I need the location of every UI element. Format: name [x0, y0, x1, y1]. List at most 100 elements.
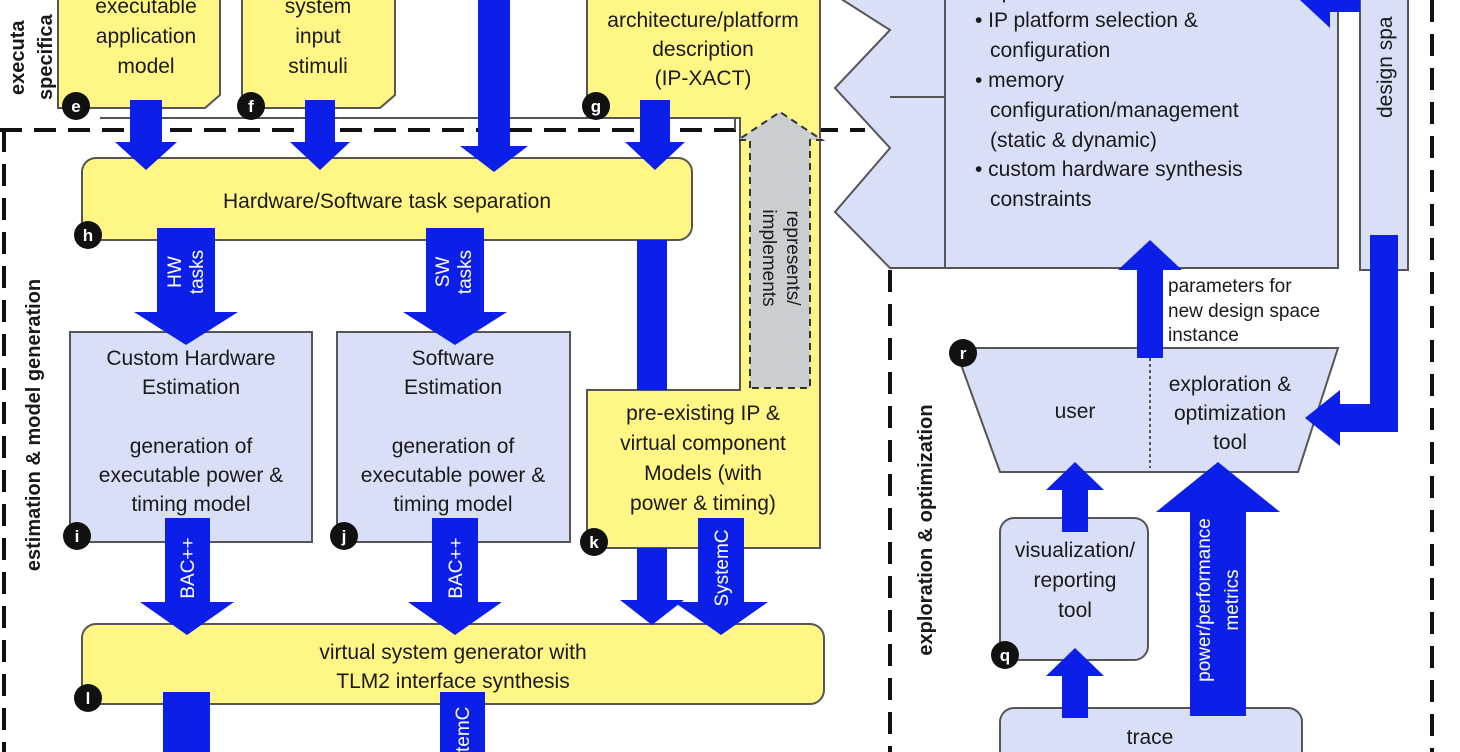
badge-e-label: e — [71, 97, 80, 116]
custom-hw-label-5: timing model — [131, 493, 250, 516]
design-space-strip — [1359, 0, 1409, 271]
design-space-feedback-arrow — [1305, 235, 1398, 446]
exploration-tool-label: exploration & — [1169, 373, 1292, 396]
visualization-label-3: tool — [1058, 599, 1092, 622]
badge-l — [74, 684, 102, 712]
design-params-item-1b: configuration — [990, 39, 1110, 62]
sw-est-label-4: executable power & — [361, 464, 545, 487]
trace-label: trace — [1127, 726, 1174, 749]
executable-app-model-label-2: application — [96, 25, 196, 48]
metrics-up-arrow — [1156, 462, 1280, 716]
hw-sw-separation-box — [81, 157, 693, 241]
badge-h — [74, 221, 102, 249]
badge-i-label: i — [75, 527, 80, 546]
custom-hw-label-4: executable power & — [99, 464, 283, 487]
systemc-label: SystemC — [712, 529, 733, 606]
sw-est-label: Software — [412, 347, 495, 370]
platform-to-separation-arrow — [625, 100, 685, 170]
represents-implements-arrow — [734, 110, 826, 389]
visualization-up-arrow — [1046, 462, 1104, 532]
user-exploration-trapezoid — [953, 347, 1340, 473]
badge-e — [62, 92, 90, 120]
params-new-label: parameters for — [1168, 276, 1292, 297]
app-model-to-separation-arrow — [115, 100, 177, 170]
design-params-item-1: • IP platform selection & — [975, 9, 1198, 32]
stimuli-to-separation-arrow — [290, 100, 350, 170]
bac-hw-arrow — [140, 518, 234, 635]
bac-sw-arrow — [408, 518, 502, 635]
badge-g-label: g — [591, 97, 601, 116]
system-input-label-2: input — [295, 25, 341, 48]
hw-tasks-arrow — [134, 228, 238, 345]
systemc-partial-label: temC — [453, 707, 474, 752]
bac-hw-label: BAC++ — [178, 537, 199, 598]
top-right-feedback-arrow — [1300, 0, 1360, 28]
region-label-executable-spec-2: specifica — [35, 14, 57, 100]
custom-hw-label-3: generation of — [130, 435, 253, 458]
sw-tasks-label: SW — [433, 257, 454, 288]
power-metrics-label: power/performance — [1194, 518, 1215, 682]
sw-est-label-2: Estimation — [404, 376, 502, 399]
system-input-label: system — [285, 0, 352, 18]
badge-i — [63, 522, 91, 550]
badge-h-label: h — [83, 226, 93, 245]
design-params-partial-text: optimizations — [990, 0, 1113, 3]
design-params-item-3: • custom hardware synthesis — [975, 158, 1243, 181]
trace-up-arrow — [1046, 648, 1104, 718]
sw-tasks-label-2: tasks — [455, 250, 476, 294]
virtual-system-generator-label: virtual system generator with — [319, 641, 586, 664]
custom-hw-label-2: Estimation — [142, 376, 240, 399]
design-params-item-2b: configuration/management — [990, 99, 1239, 122]
badge-j — [330, 522, 358, 550]
params-up-arrow — [1118, 240, 1182, 358]
represents-label: represents/ — [782, 210, 803, 306]
params-new-label-3: instance — [1168, 325, 1239, 346]
badge-k — [580, 528, 608, 556]
user-label: user — [1055, 400, 1096, 423]
design-params-item-3b: constraints — [990, 188, 1092, 211]
badge-f-label: f — [248, 97, 254, 116]
power-metrics-label-2: metrics — [1222, 569, 1243, 630]
exploration-tool-label-2: optimization — [1174, 402, 1286, 425]
implements-label: implements — [758, 209, 779, 306]
bac-sw-label: BAC++ — [446, 537, 467, 598]
region-label-estimation: estimation & model generation — [23, 279, 45, 571]
preexisting-ip-label-3: Models (with — [644, 462, 762, 485]
generator-down-arrow-mid — [440, 692, 485, 752]
letter-badges: e f g h i j k l r q — [62, 92, 1019, 712]
platform-down-arrow — [637, 240, 667, 390]
sw-est-label-3: generation of — [392, 435, 515, 458]
hw-tasks-label-2: tasks — [187, 250, 208, 294]
preexisting-to-generator-arrow — [620, 548, 684, 625]
region-label-executable-spec: executa — [7, 20, 29, 95]
system-input-label-3: stimuli — [288, 55, 348, 78]
executable-app-model-box — [57, 0, 221, 109]
badge-g — [582, 92, 610, 120]
badge-r — [949, 339, 977, 367]
badge-l-label: l — [86, 689, 91, 708]
sw-tasks-arrow — [403, 228, 507, 345]
flow-arrows — [115, 0, 1398, 752]
executable-app-model-label-3: model — [117, 55, 174, 78]
badge-k-label: k — [589, 533, 599, 552]
architecture-platform-label: architecture/platform — [607, 9, 798, 32]
virtual-system-generator-label-2: TLM2 interface synthesis — [336, 670, 569, 693]
top-to-separation-arrow — [460, 0, 528, 172]
design-params-item-2c: (static & dynamic) — [990, 129, 1157, 152]
visualization-label: visualization/ — [1015, 539, 1135, 562]
architecture-platform-label-2: description — [652, 38, 754, 61]
design-space-label: design spa — [1374, 16, 1397, 118]
preexisting-ip-label: pre-existing IP & — [626, 402, 780, 425]
trace-box — [999, 707, 1303, 752]
badge-r-label: r — [960, 344, 967, 363]
systemc-arrow — [674, 518, 768, 635]
system-input-stimuli-box — [241, 0, 396, 109]
design-params-item-2: • memory — [975, 69, 1065, 92]
badge-f — [237, 92, 265, 120]
badge-j-label: j — [341, 527, 347, 546]
hw-sw-separation-label: Hardware/Software task separation — [223, 190, 551, 213]
design-params-left-tab — [833, 0, 946, 269]
badge-q-label: q — [1000, 646, 1010, 665]
sw-est-label-5: timing model — [393, 493, 512, 516]
